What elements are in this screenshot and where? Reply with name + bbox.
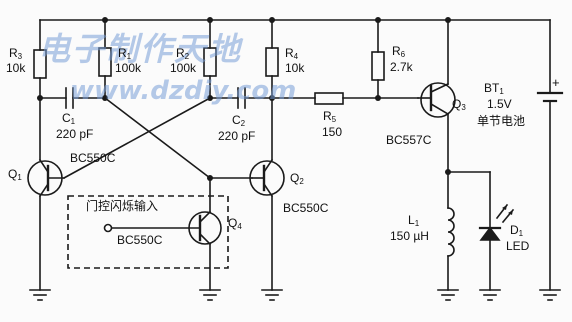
transistor-q3-body: [420, 82, 456, 118]
r5-value: 150: [322, 125, 343, 139]
resistor-r5: [314, 92, 344, 105]
resistor-r4: [265, 47, 279, 77]
q1-designator: Q1: [8, 167, 22, 183]
gate-dashed-box: [67, 195, 229, 269]
q3-collector: [429, 102, 450, 116]
q2-part: BC550C: [283, 201, 329, 215]
q4-designator: Q4: [228, 216, 242, 232]
q1-part: BC550C: [70, 151, 116, 165]
q2-collector: [262, 158, 274, 174]
bt1-description: 单节电池: [477, 114, 526, 128]
r5-designator: R5: [323, 109, 337, 125]
r2-designator: R2: [176, 46, 190, 62]
bt1-designator: BT1: [484, 81, 504, 97]
cross-wire-b: [62, 96, 212, 180]
c1-designator: C1: [62, 111, 76, 127]
q3-designator: Q3: [452, 97, 466, 113]
c2-designator: C2: [232, 113, 246, 129]
r3-designator: R3: [9, 46, 23, 62]
battery-polarity: +: [552, 75, 560, 90]
c2-value: 220 pF: [218, 129, 256, 143]
r6-value: 2.7k: [390, 60, 413, 74]
gate-input-terminal: [103, 223, 113, 233]
l1-designator: L1: [408, 213, 420, 229]
d1-designator: D1: [510, 223, 524, 239]
led-d1-triangle: [479, 226, 501, 241]
q4-collector: [198, 210, 212, 224]
q1-collector: [38, 158, 50, 174]
transistor-q2-body: [249, 160, 285, 196]
r1-value: 100k: [115, 61, 142, 75]
inductor-l1: [447, 207, 455, 257]
resistor-r6: [371, 51, 385, 81]
d1-value: LED: [506, 239, 530, 253]
r1-designator: R1: [118, 46, 132, 62]
led-emit-arrowhead-2: [508, 210, 513, 215]
r6-designator: R6: [392, 44, 406, 60]
l1-value: 150 µH: [390, 229, 429, 243]
r4-designator: R4: [285, 46, 299, 62]
c1-value: 220 pF: [56, 127, 94, 141]
q2-designator: Q2: [290, 171, 304, 187]
junction-dots: [37, 17, 451, 181]
led-emit-arrowhead-1: [502, 205, 507, 210]
watermark-url: www.dzdiy.com: [70, 76, 297, 106]
q2-emitter: [262, 182, 274, 198]
r2-value: 100k: [170, 61, 197, 75]
cross-wire-a: [103, 96, 212, 180]
bt1-value: 1.5V: [487, 97, 512, 111]
q3-emitter: [429, 82, 450, 94]
q3-part: BC557C: [386, 133, 432, 147]
q1-emitter: [38, 182, 50, 198]
q4-part: BC550C: [117, 233, 163, 247]
r4-value: 10k: [285, 61, 305, 75]
gate-input-label: 门控闪烁输入: [86, 199, 159, 213]
watermark-title: 电子制作天地: [38, 30, 243, 68]
r3-value: 10k: [6, 61, 26, 75]
ground-symbols: [29, 289, 561, 301]
q4-emitter: [198, 232, 212, 246]
